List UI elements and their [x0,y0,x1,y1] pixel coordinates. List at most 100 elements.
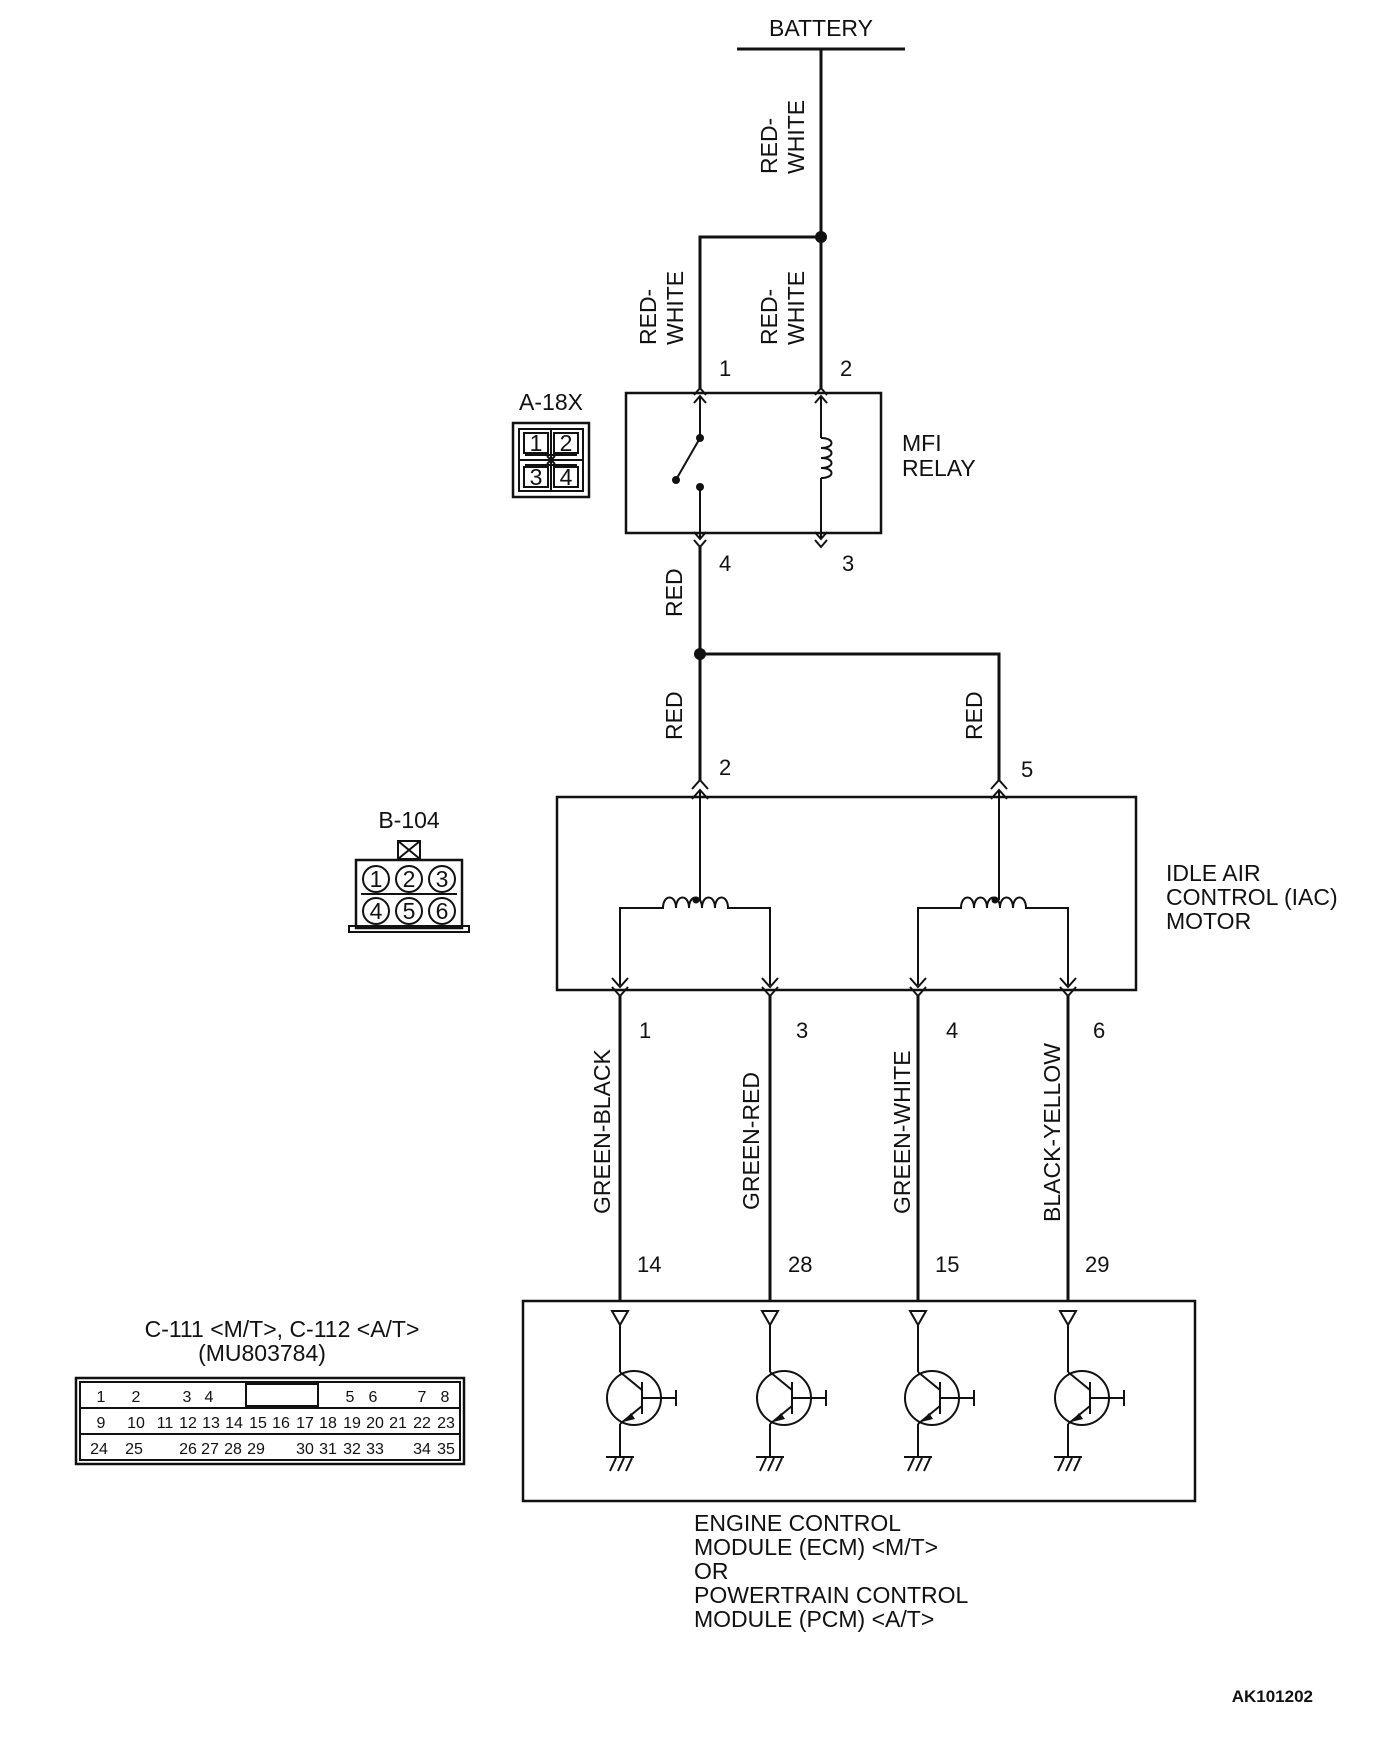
svg-text:2: 2 [132,1389,141,1406]
svg-text:7: 7 [418,1389,427,1406]
iac-name-line1: IDLE AIR [1166,860,1261,886]
wire-red-to-iac-pin5 [700,652,1001,780]
relay-box [624,391,883,535]
mfi-relay: 1 2 4 3 MFI RELAY [624,356,976,576]
iac-box [555,795,1138,992]
svg-text:9: 9 [97,1415,106,1432]
svg-text:RED-: RED- [756,289,782,345]
ecm-pin29-terminal [1058,1310,1078,1328]
svg-text:21: 21 [389,1415,407,1432]
iac-pin5-terminal [990,778,1008,790]
svg-text:25: 25 [125,1441,143,1458]
svg-text:RED-: RED- [756,118,782,174]
svg-text:27: 27 [201,1441,219,1458]
relay-name-line2: RELAY [902,455,976,481]
svg-text:5: 5 [346,1389,355,1406]
relay-pin1-terminal [693,386,707,396]
relay-coil [820,437,833,479]
c111-row1: 1 2 3 4 5 6 7 8 [97,1389,450,1406]
svg-text:1: 1 [97,1389,106,1406]
connector-b104: B-104 1 2 3 4 5 6 [348,807,470,933]
svg-text:30: 30 [296,1441,314,1458]
connector-c111-part: (MU803784) [198,1340,326,1366]
iac-pin2-label: 2 [719,755,731,780]
connector-a18x-label: A-18X [519,389,583,415]
wire-label-relay-out-red: RED [661,568,687,617]
ecm-driver-transistor [756,1310,827,1472]
wire-label-green-black: GREEN-BLACK [589,1048,615,1214]
connector-b104-label: B-104 [378,807,440,833]
b104-cavity-5: 5 [403,898,416,924]
ecm-name-line2: MODULE (ECM) <M/T> [694,1534,938,1560]
wire-label-green-white: GREEN-WHITE [889,1050,915,1214]
relay-pin2-label: 2 [840,356,852,381]
relay-pin2-terminal [814,386,828,396]
a18x-cavity-1: 1 [530,430,543,456]
iac-pin5-label: 5 [1021,757,1033,782]
svg-text:8: 8 [441,1389,450,1406]
relay-pin1-label: 1 [719,356,731,381]
svg-text:33: 33 [366,1441,384,1458]
a18x-cavity-3: 3 [530,464,543,490]
iac-coil-b [917,896,1069,985]
relay-pin3-label: 3 [842,551,854,576]
ecm-driver-transistor [606,1310,677,1472]
wire-label-pin5-red: RED [961,691,987,740]
svg-text:WHITE: WHITE [662,271,688,345]
ecm-name-line3: OR [694,1558,729,1584]
svg-text:RED-: RED- [635,289,661,345]
wire-label-black-yellow: BLACK-YELLOW [1039,1043,1065,1222]
relay-switch-contact [676,437,701,479]
svg-text:17: 17 [296,1415,314,1432]
iac-pin2-terminal [691,778,709,790]
svg-text:WHITE: WHITE [783,271,809,345]
connector-c111-c112: C-111 <M/T>, C-112 <A/T> (MU803784) 1 2 … [74,1316,466,1466]
svg-text:28: 28 [224,1441,242,1458]
svg-text:32: 32 [343,1441,361,1458]
wire-label-pin2-red-white: RED- WHITE [756,271,809,345]
iac-pin6-label: 6 [1093,1018,1105,1043]
svg-text:22: 22 [413,1415,431,1432]
ecm-pin28-label: 28 [788,1252,812,1277]
wire-label-pin1-red-white: RED- WHITE [635,271,688,345]
relay-name-line1: MFI [902,430,942,456]
svg-text:29: 29 [247,1441,265,1458]
b104-cavity-3: 3 [436,866,449,892]
ecm-pin14-terminal [610,1310,630,1328]
wire-label-green-red: GREEN-RED [738,1072,764,1210]
iac-pin1-label: 1 [639,1018,651,1043]
b104-cavity-6: 6 [436,898,449,924]
ecm-box [521,1299,1197,1503]
svg-text:10: 10 [127,1415,145,1432]
ecm-pin15-terminal [908,1310,928,1328]
svg-text:13: 13 [202,1415,220,1432]
svg-text:11: 11 [157,1415,174,1432]
ecm-pin14-label: 14 [637,1252,661,1277]
ecm-name-line5: MODULE (PCM) <A/T> [694,1606,934,1632]
wire-label-trunk-red-white: RED- WHITE [756,100,809,174]
ecm-pin15-label: 15 [935,1252,959,1277]
svg-text:WHITE: WHITE [783,100,809,174]
svg-text:12: 12 [179,1415,197,1432]
c111-row3: 24 25 26 27 28 29 30 31 32 33 34 35 [90,1441,455,1458]
relay-pin4-terminal [693,539,707,549]
svg-text:19: 19 [343,1415,361,1432]
connector-a18x: A-18X 1 2 3 4 [511,389,591,499]
ecm-driver-transistor [904,1310,975,1472]
b104-cavity-1: 1 [370,866,383,892]
a18x-cavity-2: 2 [560,430,573,456]
ecm-pin28-terminal [760,1310,780,1328]
svg-text:35: 35 [437,1441,455,1458]
b104-cavity-2: 2 [403,866,416,892]
svg-text:31: 31 [319,1441,337,1458]
battery-label: BATTERY [769,15,873,41]
iac-pin4-label: 4 [946,1018,958,1043]
svg-text:24: 24 [90,1441,108,1458]
svg-text:18: 18 [319,1415,337,1432]
battery-source: BATTERY [737,15,905,51]
iac-name-line2: CONTROL (IAC) [1166,884,1338,910]
iac-pin3-label: 3 [796,1018,808,1043]
ecm-name-line4: POWERTRAIN CONTROL [694,1582,969,1608]
iac-name-line3: MOTOR [1166,908,1251,934]
